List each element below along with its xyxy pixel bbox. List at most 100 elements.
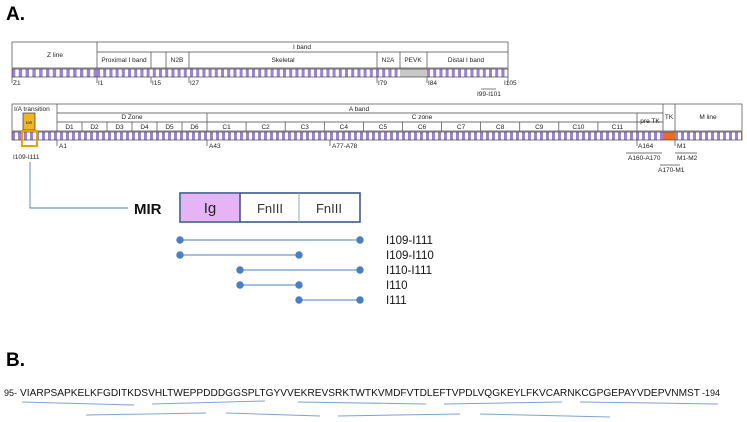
tick-i15: I15 [152,80,161,87]
pre-tk-label: pre TK [640,118,660,125]
domain-stripe [304,69,308,77]
domain-stripe [354,132,357,140]
domain-stripe [326,69,330,77]
domain-stripe [498,69,502,77]
domain-stripe [147,132,150,140]
domain-stripe [693,132,696,140]
domain-stripe [252,132,255,140]
domain-stripe [454,69,458,77]
domain-stripe [436,69,440,77]
domain-stripe [291,132,294,140]
domain-stripe [204,132,207,140]
domain-stripe [273,69,277,77]
domain-stripe [458,69,462,77]
domain-stripe [12,132,15,140]
domain-stripe [570,132,573,140]
domain-stripe [439,69,443,77]
domain-stripe [112,69,116,77]
fniii-domain-1-label: FnIII [257,201,283,216]
domain-stripe [485,69,489,77]
domain-stripe [489,69,493,77]
domain-stripe [168,69,172,77]
domain-stripe [394,69,398,77]
domain-stripe [310,69,314,77]
domain-stripe [438,132,441,140]
domain-stripe [245,69,249,77]
domain-stripe [660,132,663,140]
domain-stripe [597,132,600,140]
domain-stripe [152,69,156,77]
domain-stripe [248,69,252,77]
domain-stripe [72,132,75,140]
domain-stripe [442,69,446,77]
domain-stripe [30,132,33,140]
domain-stripe [678,132,681,140]
domain-stripe [128,69,132,77]
domain-stripe [213,132,216,140]
domain-stripe [723,132,726,140]
domain-label-c9: C9 [535,124,544,131]
domain-stripe [51,132,54,140]
domain-stripe [318,132,321,140]
domain-stripe [80,69,84,77]
domain-stripe [555,132,558,140]
domain-stripe [180,132,183,140]
domain-stripe [323,69,327,77]
domain-stripe [228,132,231,140]
domain-stripe [246,132,249,140]
domain-stripe [705,132,708,140]
domain-stripe [372,69,376,77]
domain-stripe [106,69,110,77]
construct-i110-i111: I110-I111 [386,265,432,277]
domain-stripe [39,69,43,77]
domain-stripe [18,132,21,140]
domain-stripe [255,69,259,77]
domain-stripe [462,132,465,140]
domain-stripe [282,132,285,140]
domain-stripe [165,69,169,77]
domain-stripe [171,69,175,77]
domain-label-c4: C4 [340,124,349,131]
domain-stripe [388,69,392,77]
panel-b-label: B. [6,350,25,371]
domain-stripe [338,69,342,77]
domain-stripe [612,132,615,140]
domain-stripe [729,132,732,140]
domain-stripe [150,132,153,140]
domain-stripe [59,69,63,77]
domain-stripe [606,132,609,140]
domain-stripe [495,69,499,77]
domain-stripe [240,132,243,140]
domain-stripe [138,132,141,140]
domain-stripe [504,69,508,77]
tick-z1: Z1 [13,80,21,87]
domain-stripe [468,132,471,140]
domain-stripe [501,132,504,140]
domain-stripe [492,69,496,77]
domain-stripe [342,132,345,140]
domain-stripe [315,132,318,140]
domain-stripe [211,69,215,77]
domain-stripe [314,69,318,77]
domain-stripe [174,132,177,140]
domain-stripe [445,69,449,77]
domain-label-d3: D3 [115,124,124,131]
domain-stripe [333,132,336,140]
domain-stripe [384,132,387,140]
domain-stripe [585,132,588,140]
domain-stripe [243,132,246,140]
tick-i99-i101: I99-I101 [477,91,501,98]
domain-label-c3: C3 [301,124,310,131]
domain-stripe [534,132,537,140]
domain-stripe [135,132,138,140]
domain-stripe [327,132,330,140]
domain-label-d2: D2 [90,124,99,131]
domain-stripe [270,132,273,140]
pevk-grey-segment [400,69,427,77]
domain-stripe [675,132,678,140]
domain-stripe [582,132,585,140]
domain-stripe [140,69,144,77]
domain-stripe [420,132,423,140]
domain-stripe [97,69,101,77]
